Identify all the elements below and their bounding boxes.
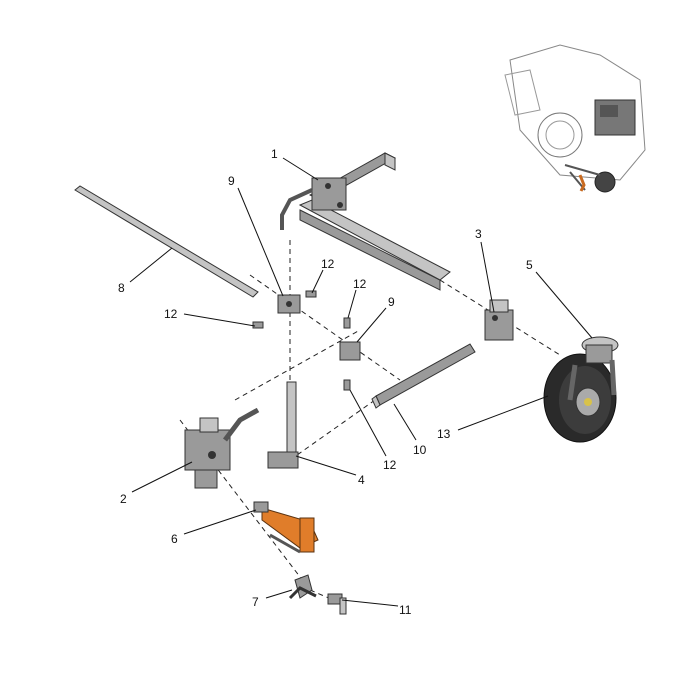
part-4-post — [267, 381, 299, 469]
part-7-tip-guard — [288, 574, 317, 600]
part-10-bar — [371, 343, 476, 409]
callout-8: 8 — [118, 281, 125, 295]
callout-12: 12 — [321, 257, 335, 271]
callout-13: 13 — [437, 427, 451, 441]
part-11-tip — [327, 593, 347, 615]
callout-6: 6 — [171, 532, 178, 546]
callout-2: 2 — [120, 492, 127, 506]
part-12-screws — [252, 290, 351, 391]
callout-5: 5 — [526, 258, 533, 272]
callout-12: 12 — [383, 458, 397, 472]
part-13-wheel — [543, 353, 617, 443]
callout-1: 1 — [271, 147, 278, 161]
machine-overview-thumbnail — [504, 44, 646, 193]
part-9-clamp-lower — [339, 341, 361, 361]
callout-9: 9 — [228, 174, 235, 188]
part-8-rod — [74, 185, 259, 298]
clamp-bolt-icon — [286, 301, 292, 307]
callout-11: 11 — [399, 603, 412, 617]
part-6-spray-gun — [253, 501, 319, 554]
callout-12: 12 — [164, 307, 178, 321]
part-3-bracket — [484, 299, 514, 341]
callout-7: 7 — [252, 595, 259, 609]
part-5-caster-fork — [567, 336, 619, 401]
callout-10: 10 — [413, 443, 427, 457]
leader-lines — [129, 157, 593, 607]
part-2-gun-holder — [184, 407, 260, 489]
callout-12: 12 — [353, 277, 367, 291]
callout-4: 4 — [358, 473, 365, 487]
part-1-bar-assembly — [280, 152, 451, 291]
callout-9: 9 — [388, 295, 395, 309]
callout-3: 3 — [475, 227, 482, 241]
